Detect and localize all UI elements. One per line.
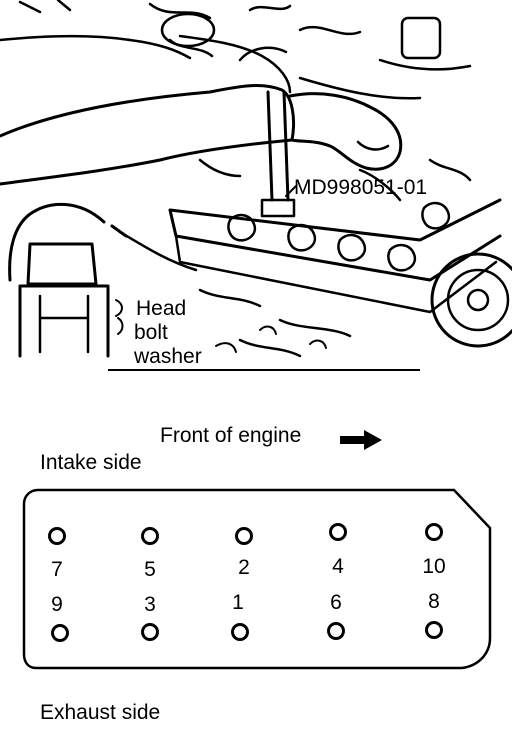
bolt-sequence-number: 8 xyxy=(428,590,440,613)
bolt-sequence-number: 2 xyxy=(238,556,250,579)
intake-side-label: Intake side xyxy=(40,451,142,474)
bolt-hole-icon xyxy=(327,622,345,640)
bolt-sequence-number: 3 xyxy=(144,593,156,616)
washer-label-line3: washer xyxy=(134,345,202,368)
cylinder-head-outline xyxy=(22,488,492,670)
bolt-sequence-number: 4 xyxy=(332,555,344,578)
engine-illustration xyxy=(0,0,512,371)
bolt-hole-icon xyxy=(329,523,347,541)
washer-label-line2: bolt xyxy=(134,321,168,344)
bolt-hole-icon xyxy=(141,527,159,545)
bolt-hole-icon xyxy=(425,523,443,541)
exhaust-side-label: Exhaust side xyxy=(40,701,161,724)
bolt-sequence-number: 10 xyxy=(422,555,446,578)
bolt-sequence-number: 6 xyxy=(330,591,342,614)
washer-label-line1: Head xyxy=(136,297,187,320)
bolt-hole-icon xyxy=(51,624,69,642)
bolt-hole-icon xyxy=(48,527,66,545)
front-of-engine-label: Front of engine xyxy=(160,424,302,447)
bolt-sequence-number: 9 xyxy=(51,593,63,616)
bolt-sequence-number: 5 xyxy=(144,558,156,581)
bolt-hole-icon xyxy=(235,527,253,545)
tool-label: MD998051-01 xyxy=(294,176,428,199)
bolt-sequence-number: 7 xyxy=(51,558,63,581)
bolt-hole-icon xyxy=(425,621,443,639)
bolt-sequence-number: 1 xyxy=(232,591,244,614)
right-arrow-icon xyxy=(340,430,382,450)
bolt-hole-icon xyxy=(231,623,249,641)
bolt-hole-icon xyxy=(141,623,159,641)
